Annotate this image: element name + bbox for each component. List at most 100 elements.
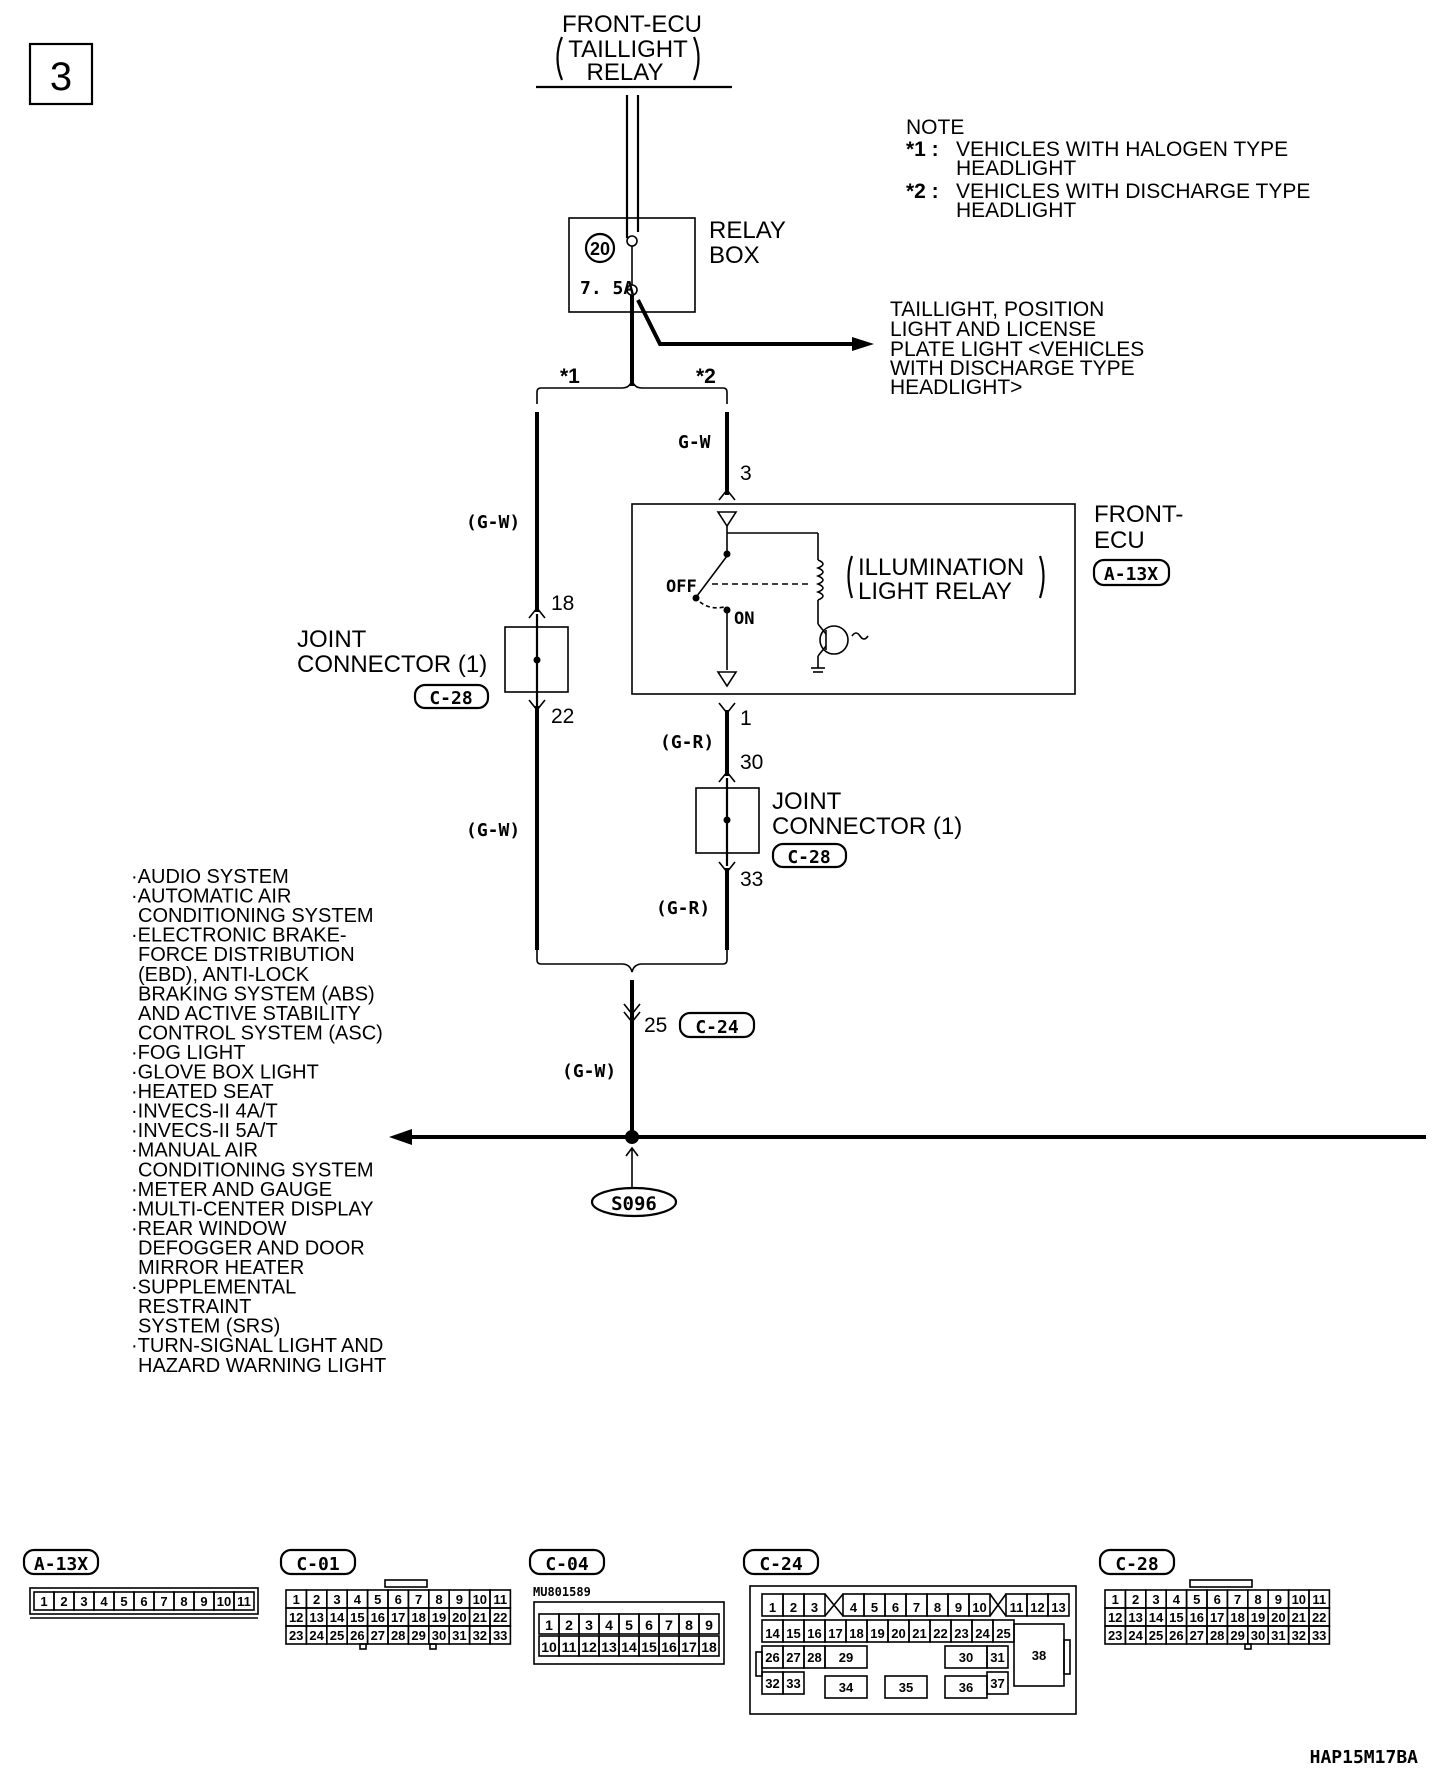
connector-pin: 23 bbox=[1108, 1628, 1122, 1643]
joint-right-l2: CONNECTOR (1) bbox=[772, 813, 962, 840]
system-item: CONDITIONING SYSTEM bbox=[138, 1159, 374, 1181]
note-mark-1: *1 : bbox=[906, 138, 939, 161]
connector-pin: 30 bbox=[959, 1650, 973, 1665]
connector-pin: 31 bbox=[1271, 1628, 1285, 1643]
joint-left-connector: C-28 bbox=[429, 688, 472, 709]
connector-pin: 23 bbox=[954, 1626, 968, 1641]
switch-off-label: OFF bbox=[666, 577, 697, 597]
connector-pin: 7 bbox=[913, 1600, 920, 1615]
connector-pin: 25 bbox=[996, 1626, 1010, 1641]
connector-pin: 2 bbox=[60, 1594, 67, 1609]
taillight-l5: HEADLIGHT> bbox=[890, 376, 1022, 399]
connector-pin: 18 bbox=[411, 1610, 425, 1625]
connector-pin: 9 bbox=[955, 1600, 962, 1615]
top-source-line2: TAILLIGHT bbox=[568, 36, 688, 63]
relay-box-label1: RELAY bbox=[709, 217, 786, 244]
connector-pin: 8 bbox=[180, 1594, 187, 1609]
connector-pin: 3 bbox=[80, 1594, 87, 1609]
connector-pin: 18 bbox=[1230, 1610, 1244, 1625]
connector-pin: 16 bbox=[371, 1610, 385, 1625]
taillight-target: TAILLIGHT, POSITION LIGHT AND LICENSE PL… bbox=[890, 298, 1144, 399]
connector-name: A-13X bbox=[34, 1554, 88, 1575]
system-item: ·METER AND GAUGE bbox=[131, 1179, 332, 1201]
connector-pin: 10 bbox=[1292, 1592, 1306, 1607]
connector-pin: 1 bbox=[1112, 1592, 1119, 1607]
connector-pin: 3 bbox=[585, 1617, 593, 1633]
system-item: ·HEATED SEAT bbox=[131, 1081, 274, 1103]
note-title: NOTE bbox=[906, 116, 964, 139]
note-block: NOTE *1 : VEHICLES WITH HALOGEN TYPE HEA… bbox=[906, 116, 1310, 222]
system-item: FORCE DISTRIBUTION bbox=[138, 944, 355, 966]
connector-pin: 24 bbox=[309, 1628, 324, 1643]
connector-pin: 20 bbox=[891, 1626, 905, 1641]
connector-pin: 4 bbox=[850, 1600, 858, 1615]
wire-color-right-mid: (G-R) bbox=[660, 732, 714, 753]
branch-mark-1: *1 bbox=[560, 365, 580, 388]
connector-pin: 32 bbox=[473, 1628, 487, 1643]
connector-pin: 19 bbox=[870, 1626, 884, 1641]
connector-pin: 23 bbox=[289, 1628, 303, 1643]
connector-pin: 8 bbox=[685, 1617, 693, 1633]
connector-pin: 2 bbox=[1132, 1592, 1139, 1607]
connector-pin: 26 bbox=[350, 1628, 364, 1643]
connector-pin: 5 bbox=[1193, 1592, 1200, 1607]
system-item: ·TURN-SIGNAL LIGHT AND bbox=[131, 1335, 383, 1357]
connector-pin: 8 bbox=[1254, 1592, 1261, 1607]
connector-pin: 17 bbox=[828, 1626, 842, 1641]
connector-pin: 10 bbox=[541, 1639, 557, 1655]
connector-pin: 5 bbox=[871, 1600, 878, 1615]
connector-pin: 12 bbox=[1030, 1600, 1044, 1615]
front-ecu: FRONT- ECU A-13X OFF ON I bbox=[631, 501, 1183, 695]
pin-33: 33 bbox=[740, 868, 763, 891]
front-ecu-title1: FRONT- bbox=[1094, 501, 1183, 528]
connector-pin: 16 bbox=[807, 1626, 821, 1641]
connector-pin: 29 bbox=[839, 1650, 853, 1665]
connector-pin: 15 bbox=[641, 1639, 657, 1655]
connector-pin: 22 bbox=[493, 1610, 507, 1625]
system-item: RESTRAINT bbox=[138, 1296, 251, 1318]
connector-pin: 7 bbox=[415, 1592, 422, 1607]
connector-pin: 32 bbox=[1292, 1628, 1306, 1643]
connector-pin: 21 bbox=[912, 1626, 926, 1641]
connector-pin: 26 bbox=[1169, 1628, 1183, 1643]
connector-pin: 7 bbox=[665, 1617, 673, 1633]
front-ecu-connector: A-13X bbox=[1104, 564, 1158, 585]
connector-pin: 15 bbox=[1169, 1610, 1183, 1625]
taillight-l2: LIGHT AND LICENSE bbox=[890, 318, 1096, 341]
connector-pin: 5 bbox=[120, 1594, 127, 1609]
connector-pin: 11 bbox=[562, 1639, 577, 1655]
connector-pin: 22 bbox=[1312, 1610, 1326, 1625]
connector-pin: 13 bbox=[1128, 1610, 1142, 1625]
relay-box-label2: BOX bbox=[709, 242, 760, 269]
system-item: CONTROL SYSTEM (ASC) bbox=[138, 1022, 383, 1044]
joint-right-connector: C-28 bbox=[787, 847, 830, 868]
connector-pin: 10 bbox=[473, 1592, 487, 1607]
connector-pin: 14 bbox=[330, 1610, 345, 1625]
top-source-line1: FRONT-ECU bbox=[562, 11, 702, 38]
system-item: ·AUTOMATIC AIR bbox=[131, 886, 291, 908]
connector-pin: 3 bbox=[1152, 1592, 1159, 1607]
connector-pin: 28 bbox=[807, 1650, 821, 1665]
connector-pin: 19 bbox=[1251, 1610, 1265, 1625]
note-1-line1: VEHICLES WITH HALOGEN TYPE bbox=[956, 138, 1288, 161]
connector-pin: 24 bbox=[975, 1626, 990, 1641]
connector-pin: 24 bbox=[1128, 1628, 1143, 1643]
connector-pin: 10 bbox=[217, 1594, 231, 1609]
system-item: ·MANUAL AIR bbox=[131, 1140, 258, 1162]
connector-pin: 1 bbox=[769, 1600, 776, 1615]
front-ecu-title2: ECU bbox=[1094, 527, 1145, 554]
connector-pin: 2 bbox=[565, 1617, 573, 1633]
system-item: MIRROR HEATER bbox=[138, 1257, 304, 1279]
connector-pin: 17 bbox=[391, 1610, 405, 1625]
connector-pin: 13 bbox=[601, 1639, 617, 1655]
joint-left-l1: JOINT bbox=[297, 626, 367, 653]
system-item: ·REAR WINDOW bbox=[131, 1218, 287, 1240]
connector-pin: 26 bbox=[765, 1650, 779, 1665]
systems-list: ·AUDIO SYSTEM·AUTOMATIC AIRCONDITIONING … bbox=[131, 866, 386, 1377]
note-mark-2: *2 : bbox=[906, 180, 939, 203]
connector-pin: 9 bbox=[705, 1617, 713, 1633]
ecu-pin-3: 3 bbox=[740, 462, 752, 485]
connector-pin: 33 bbox=[493, 1628, 507, 1643]
